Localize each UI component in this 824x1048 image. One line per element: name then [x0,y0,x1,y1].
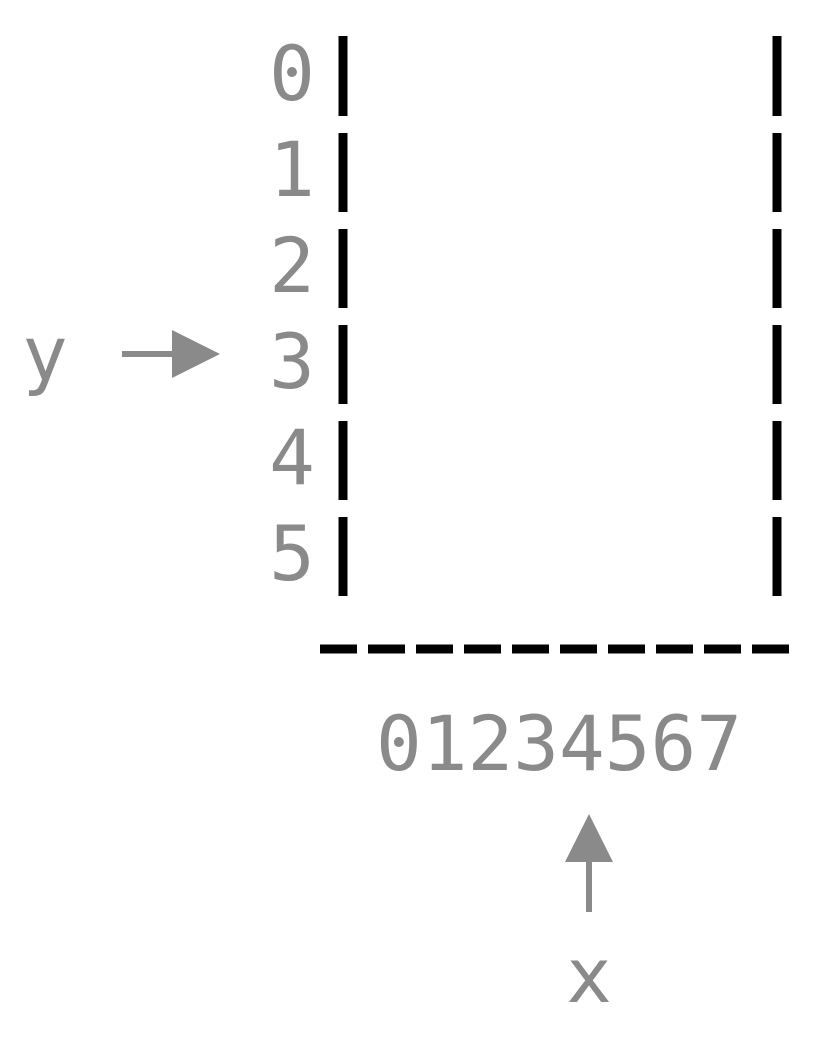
row-label-3: 3 [269,317,315,406]
row-label-1: 1 [269,125,315,214]
x-label: x [566,931,612,1020]
row-label-2: 2 [269,221,315,310]
row-label-0: 0 [269,29,315,118]
y-label: y [22,309,68,398]
row-label-5: 5 [269,509,315,598]
row-labels: 0 1 2 3 4 5 [269,29,315,598]
row-label-4: 4 [269,413,315,502]
column-labels: 01234567 [376,699,742,788]
